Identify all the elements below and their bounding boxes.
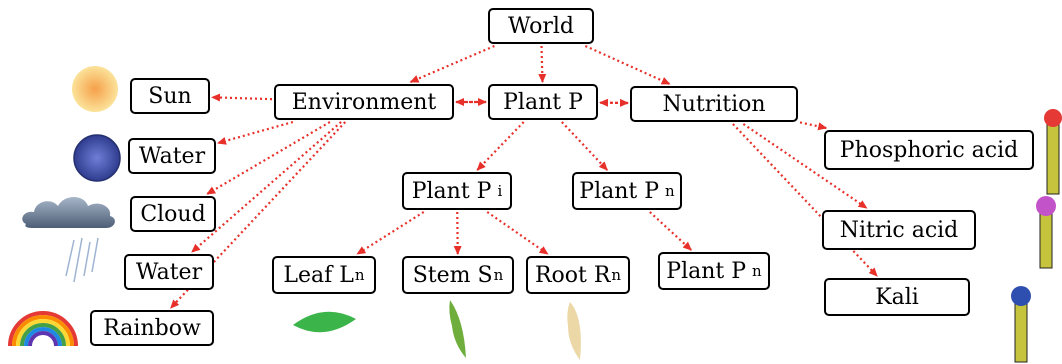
nitric-acid-gauge-icon (1036, 196, 1056, 269)
edge-plant_pn-to-plant_pn_2 (649, 211, 692, 251)
node-nutrition: Nutrition (630, 86, 798, 122)
water-drop-icon (73, 134, 121, 182)
node-plant-p: Plant P (488, 84, 598, 120)
node-sun: Sun (130, 78, 210, 114)
root-icon (567, 302, 581, 360)
node-kali: Kali (824, 278, 970, 316)
node-water-1: Water (128, 138, 216, 174)
edge-world-to-environment (409, 44, 495, 84)
rainbow-icon (8, 311, 78, 347)
node-cloud: Cloud (130, 196, 216, 232)
kali-gauge-icon (1011, 286, 1031, 363)
node-environment: Environment (274, 84, 454, 120)
edge-plant_p-to-plant_pn (561, 121, 608, 171)
node-world: World (488, 8, 594, 44)
sun-icon (72, 66, 118, 112)
edge-plant_pi-to-leaf (356, 211, 425, 255)
edge-plant_pi-to-root (486, 211, 549, 255)
node-nitric-acid: Nitric acid (822, 210, 976, 250)
leaf-icon (293, 311, 356, 333)
node-rainbow: Rainbow (90, 310, 214, 346)
phosphoric-acid-gauge-icon (1044, 109, 1062, 195)
edge-nutrition-to-phosphoric_acid (799, 121, 828, 131)
edge-environment-to-sun (211, 93, 273, 102)
cloud-icon (22, 197, 115, 228)
rain-icon (65, 237, 99, 283)
node-water-2: Water (124, 254, 214, 290)
stem-icon (449, 300, 466, 358)
edge-world-to-nutrition (584, 44, 671, 86)
node-phosphoric-acid: Phosphoric acid (824, 130, 1034, 170)
edge-world-to-plant_p (538, 45, 547, 83)
edge-environment-to-water_1 (217, 120, 294, 145)
edge-plant_pi-to-stem (453, 211, 462, 255)
edge-environment-to-cloud (206, 121, 331, 195)
edge-plant_p-to-plant_pi (476, 121, 525, 171)
